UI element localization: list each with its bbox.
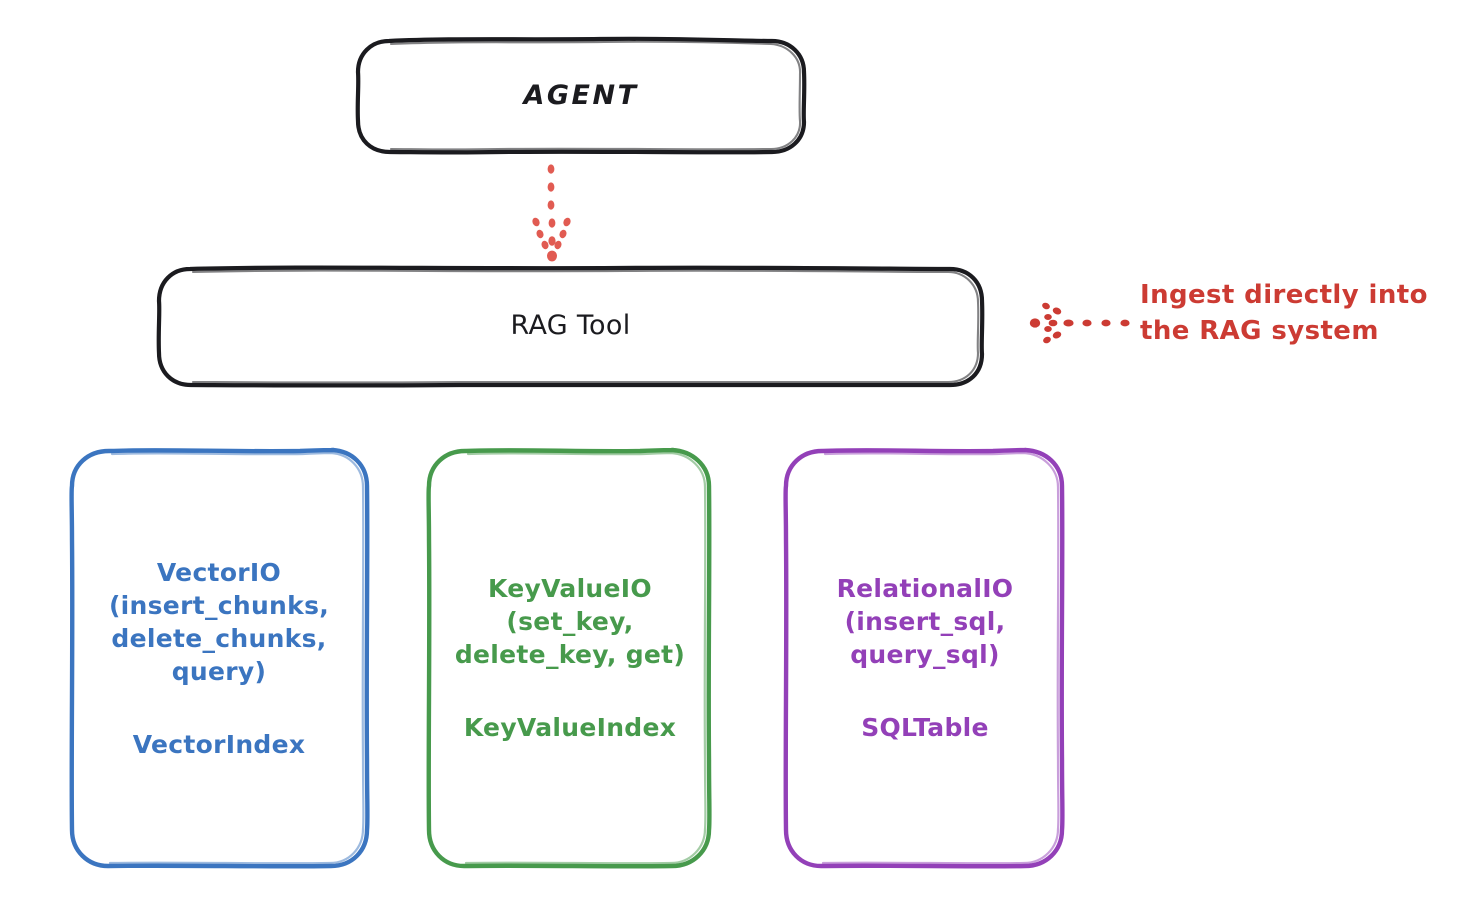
relational-io-index: SQLTable bbox=[861, 713, 989, 742]
node-relational-io[interactable]: RelationalIO (insert_sql, query_sql) SQL… bbox=[787, 452, 1063, 864]
node-vector-io[interactable]: VectorIO (insert_chunks, delete_chunks, … bbox=[72, 452, 366, 864]
ingest-annotation: Ingest directly into the RAG system bbox=[1140, 280, 1428, 346]
vector-io-index: VectorIndex bbox=[132, 729, 306, 759]
key-value-io-signature: KeyValueIO (set_key, delete_key, get) bbox=[454, 574, 686, 669]
vector-io-text-stack: VectorIO (insert_chunks, delete_chunks, … bbox=[109, 556, 329, 761]
relational-io-text-stack: RelationalIO (insert_sql, query_sql) SQL… bbox=[837, 572, 1014, 744]
vector-io-signature: VectorIO (insert_chunks, delete_chunks, … bbox=[108, 557, 330, 686]
key-value-io-index: KeyValueIndex bbox=[463, 713, 677, 742]
node-key-value-io[interactable]: KeyValueIO (set_key, delete_key, get) Ke… bbox=[430, 452, 710, 864]
rag-tool-label: RAG Tool bbox=[510, 310, 631, 342]
relational-io-signature: RelationalIO (insert_sql, query_sql) bbox=[836, 574, 1014, 669]
key-value-io-text-stack: KeyValueIO (set_key, delete_key, get) Ke… bbox=[455, 572, 685, 744]
node-agent[interactable]: AGENT bbox=[357, 40, 805, 152]
node-rag-tool[interactable]: RAG Tool bbox=[158, 268, 983, 384]
agent-label: AGENT bbox=[523, 80, 639, 112]
ingest-dotted-arrow bbox=[1029, 302, 1130, 344]
agent-to-rag-dotted-arrow bbox=[532, 164, 571, 262]
